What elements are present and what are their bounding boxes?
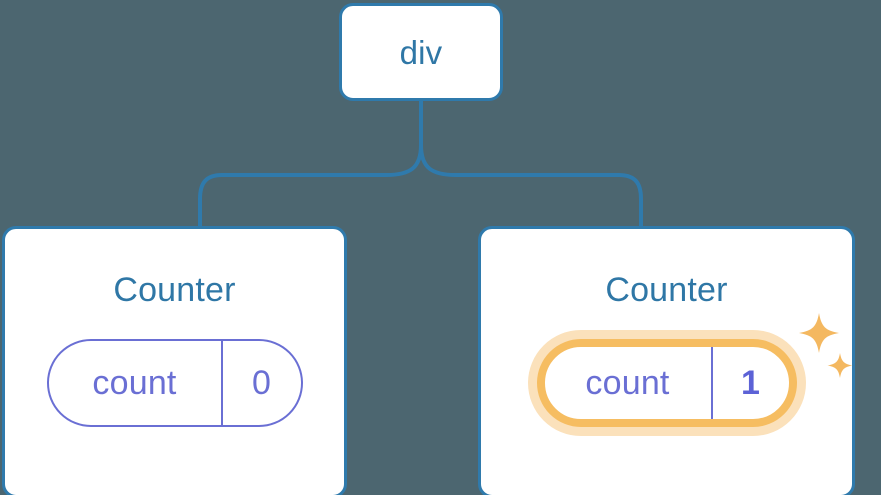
state-pill-left[interactable]: count 0 (46, 339, 303, 427)
state-pill-right[interactable]: count 1 (536, 339, 797, 427)
state-pill-divider-right (710, 347, 713, 419)
state-value-right: 1 (740, 363, 761, 402)
state-pill-divider-left (220, 341, 223, 425)
node-counter-right-title: Counter (605, 271, 728, 309)
node-div-label: div (399, 33, 443, 71)
state-pill-left-wrapper: count 0 (46, 339, 303, 427)
state-key-right: count (585, 363, 670, 402)
node-counter-left[interactable]: Counter count 0 (2, 226, 347, 495)
node-div[interactable]: div (339, 3, 503, 101)
state-key-left: count (92, 363, 177, 402)
sparkle-group (793, 311, 855, 395)
node-counter-left-title: Counter (113, 271, 236, 309)
sparkle-small-icon (827, 353, 852, 378)
connector-branch-right (419, 143, 643, 230)
node-counter-right[interactable]: Counter count 1 (478, 226, 855, 495)
sparkle-icon (798, 313, 839, 353)
connector-branch-left (198, 143, 423, 230)
state-value-left: 0 (251, 363, 272, 402)
state-pill-right-wrapper: count 1 (536, 313, 852, 427)
